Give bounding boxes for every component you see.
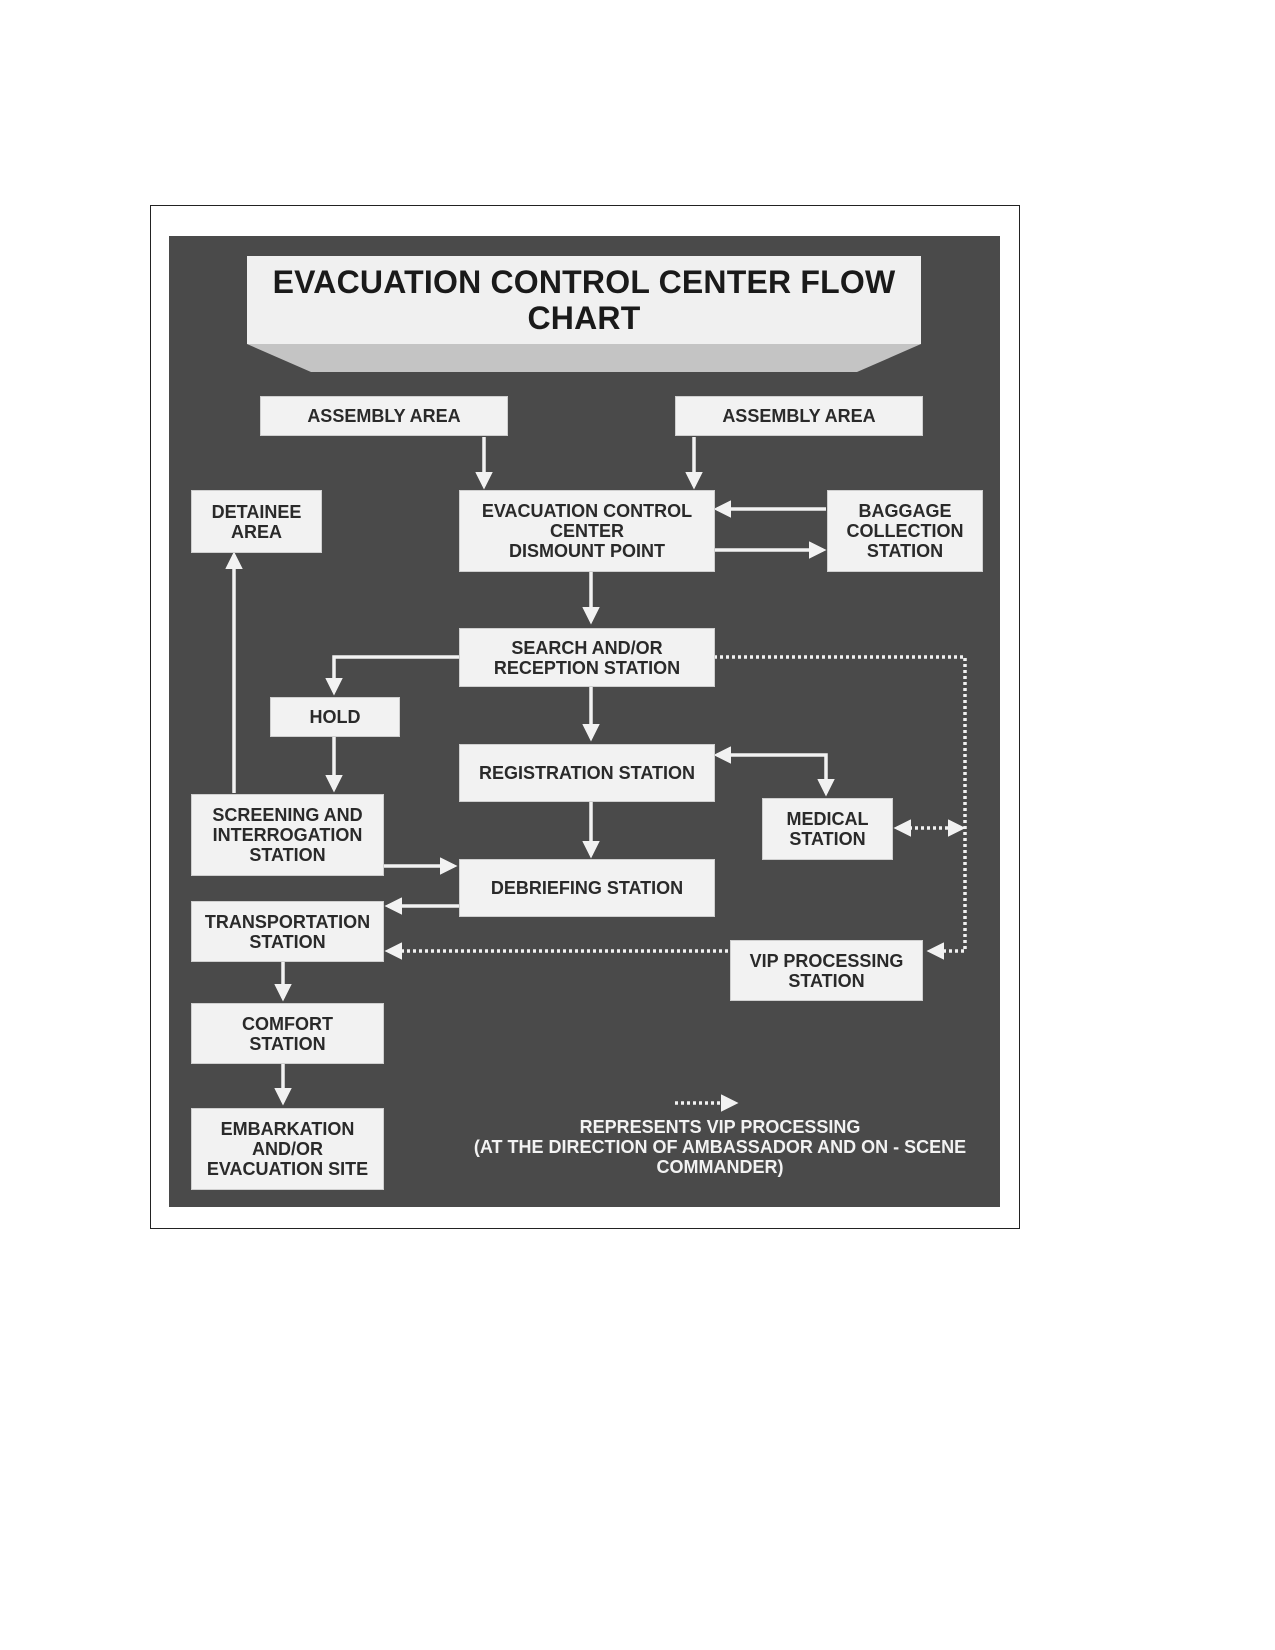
- node-assembly-area-left: ASSEMBLY AREA: [260, 396, 508, 436]
- node-vip-processing: VIP PROCESSING STATION: [730, 940, 923, 1001]
- node-comfort: COMFORT STATION: [191, 1003, 384, 1064]
- node-baggage-collection: BAGGAGE COLLECTION STATION: [827, 490, 983, 572]
- legend-vip-processing: REPRESENTS VIP PROCESSING (AT THE DIRECT…: [473, 1117, 967, 1177]
- node-medical: MEDICAL STATION: [762, 798, 893, 860]
- node-screening-interrogation: SCREENING AND INTERROGATION STATION: [191, 794, 384, 876]
- node-detainee-area: DETAINEE AREA: [191, 490, 322, 553]
- arrow-search-to-hold: [325, 655, 459, 696]
- node-hold: HOLD: [270, 697, 400, 737]
- node-assembly-area-right: ASSEMBLY AREA: [675, 396, 923, 436]
- node-debriefing: DEBRIEFING STATION: [459, 859, 715, 917]
- vip-route-search-to-vip: [714, 655, 967, 960]
- node-ecc-dismount-point: EVACUATION CONTROL CENTER DISMOUNT POINT: [459, 490, 715, 572]
- chart-title: EVACUATION CONTROL CENTER FLOW CHART: [247, 256, 921, 344]
- node-embarkation: EMBARKATION AND/OR EVACUATION SITE: [191, 1108, 384, 1190]
- node-transportation: TRANSPORTATION STATION: [191, 901, 384, 962]
- node-search-reception: SEARCH AND/OR RECEPTION STATION: [459, 628, 715, 687]
- node-registration: REGISTRATION STATION: [459, 744, 715, 802]
- arrow-registration-medical: [713, 746, 835, 797]
